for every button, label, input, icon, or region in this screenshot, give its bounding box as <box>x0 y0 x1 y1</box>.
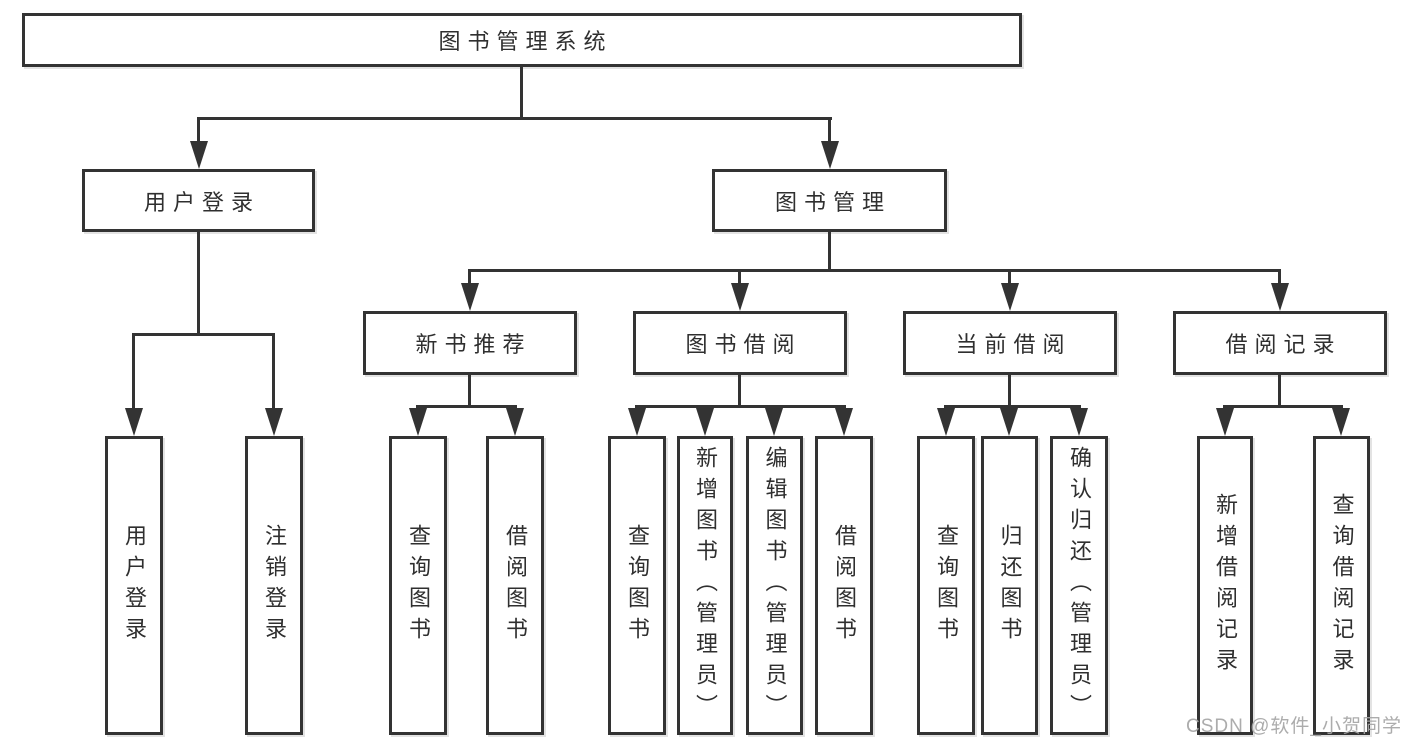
arrow-down-icon <box>506 408 524 436</box>
leaf-cur-return-book-label: 归还图书 <box>997 523 1023 648</box>
connector-vline <box>828 117 831 147</box>
arrow-down-icon <box>835 408 853 436</box>
leaf-nb-query-book-label: 查询图书 <box>406 523 431 648</box>
node-root: 图书管理系统 <box>22 13 1022 67</box>
arrow-down-icon <box>1216 408 1234 436</box>
leaf-nb-borrow-book-label: 借阅图书 <box>503 523 528 648</box>
connector-hline <box>635 405 846 408</box>
connector-hline <box>1223 405 1343 408</box>
node-root-label: 图书管理系统 <box>438 29 613 54</box>
leaf-rec-query-record: 查询借阅记录 <box>1313 436 1370 735</box>
connector-vline <box>1278 269 1281 287</box>
leaf-bb-add-book-admin-label: 新增图书（管理员） <box>693 446 718 725</box>
node-user-login-branch: 用户登录 <box>82 169 315 232</box>
watermark: CSDN @软件_小贺同学 <box>1186 716 1402 737</box>
node-book-management: 图书管理 <box>712 169 947 232</box>
leaf-rec-add-record-label: 新增借阅记录 <box>1213 492 1238 679</box>
leaf-rec-add-record: 新增借阅记录 <box>1197 436 1253 735</box>
connector-vline <box>197 232 200 336</box>
node-new-book-recommend: 新书推荐 <box>363 311 577 375</box>
connector-vline <box>1008 375 1011 408</box>
connector-hline <box>944 405 1081 408</box>
leaf-cur-confirm-return-admin-label: 确认归还（管理员） <box>1067 446 1092 725</box>
connector-vline <box>828 232 831 272</box>
node-new-book-recommend-label: 新书推荐 <box>415 332 532 357</box>
node-borrow-records: 借阅记录 <box>1173 311 1387 375</box>
arrow-down-icon <box>265 408 283 436</box>
connector-vline <box>738 375 741 408</box>
leaf-bb-query-book-label: 查询图书 <box>625 523 650 648</box>
connector-vline <box>132 333 135 413</box>
connector-vline <box>468 375 471 408</box>
leaf-bb-query-book: 查询图书 <box>608 436 666 735</box>
connector-vline <box>738 269 741 287</box>
leaf-rec-query-record-label: 查询借阅记录 <box>1329 492 1355 679</box>
arrow-down-icon <box>461 283 479 311</box>
arrow-down-icon <box>1332 408 1350 436</box>
leaf-nb-borrow-book: 借阅图书 <box>486 436 544 735</box>
arrow-down-icon <box>765 408 783 436</box>
leaf-user-login-label: 用户登录 <box>122 523 147 648</box>
arrow-down-icon <box>1070 408 1088 436</box>
connector-vline <box>468 269 471 287</box>
arrow-down-icon <box>1000 408 1018 436</box>
leaf-cur-query-book-label: 查询图书 <box>934 523 959 648</box>
arrow-down-icon <box>1271 283 1289 311</box>
leaf-cur-query-book: 查询图书 <box>917 436 975 735</box>
leaf-logout-label: 注销登录 <box>262 523 287 648</box>
arrow-down-icon <box>937 408 955 436</box>
arrow-down-icon <box>821 141 839 169</box>
leaf-nb-query-book: 查询图书 <box>389 436 447 735</box>
connector-hline <box>198 117 832 120</box>
leaf-cur-confirm-return-admin: 确认归还（管理员） <box>1050 436 1108 735</box>
node-book-borrow: 图书借阅 <box>633 311 847 375</box>
node-book-management-label: 图书管理 <box>774 189 891 215</box>
node-current-borrow: 当前借阅 <box>903 311 1117 375</box>
connector-vline <box>197 117 200 147</box>
leaf-user-login: 用户登录 <box>105 436 163 735</box>
arrow-down-icon <box>696 408 714 436</box>
connector-vline <box>1278 375 1281 408</box>
leaf-bb-edit-book-admin: 编辑图书（管理员） <box>746 436 803 735</box>
leaf-logout: 注销登录 <box>245 436 303 735</box>
leaf-cur-return-book: 归还图书 <box>981 436 1038 735</box>
arrow-down-icon <box>731 283 749 311</box>
connector-vline <box>1008 269 1011 287</box>
arrow-down-icon <box>190 141 208 169</box>
leaf-bb-borrow-book-label: 借阅图书 <box>832 523 857 648</box>
leaf-bb-borrow-book: 借阅图书 <box>815 436 873 735</box>
leaf-bb-add-book-admin: 新增图书（管理员） <box>677 436 733 735</box>
connector-vline <box>272 333 275 413</box>
arrow-down-icon <box>628 408 646 436</box>
leaf-bb-edit-book-admin-label: 编辑图书（管理员） <box>762 446 788 725</box>
connector-hline <box>468 269 1281 272</box>
connector-hline <box>416 405 517 408</box>
arrow-down-icon <box>1001 283 1019 311</box>
connector-hline <box>132 333 275 336</box>
node-borrow-records-label: 借阅记录 <box>1225 332 1342 357</box>
node-user-login-branch-label: 用户登录 <box>143 189 260 215</box>
node-book-borrow-label: 图书借阅 <box>685 332 802 357</box>
connector-vline <box>520 64 523 119</box>
arrow-down-icon <box>125 408 143 436</box>
arrow-down-icon <box>409 408 427 436</box>
node-current-borrow-label: 当前借阅 <box>955 332 1072 357</box>
